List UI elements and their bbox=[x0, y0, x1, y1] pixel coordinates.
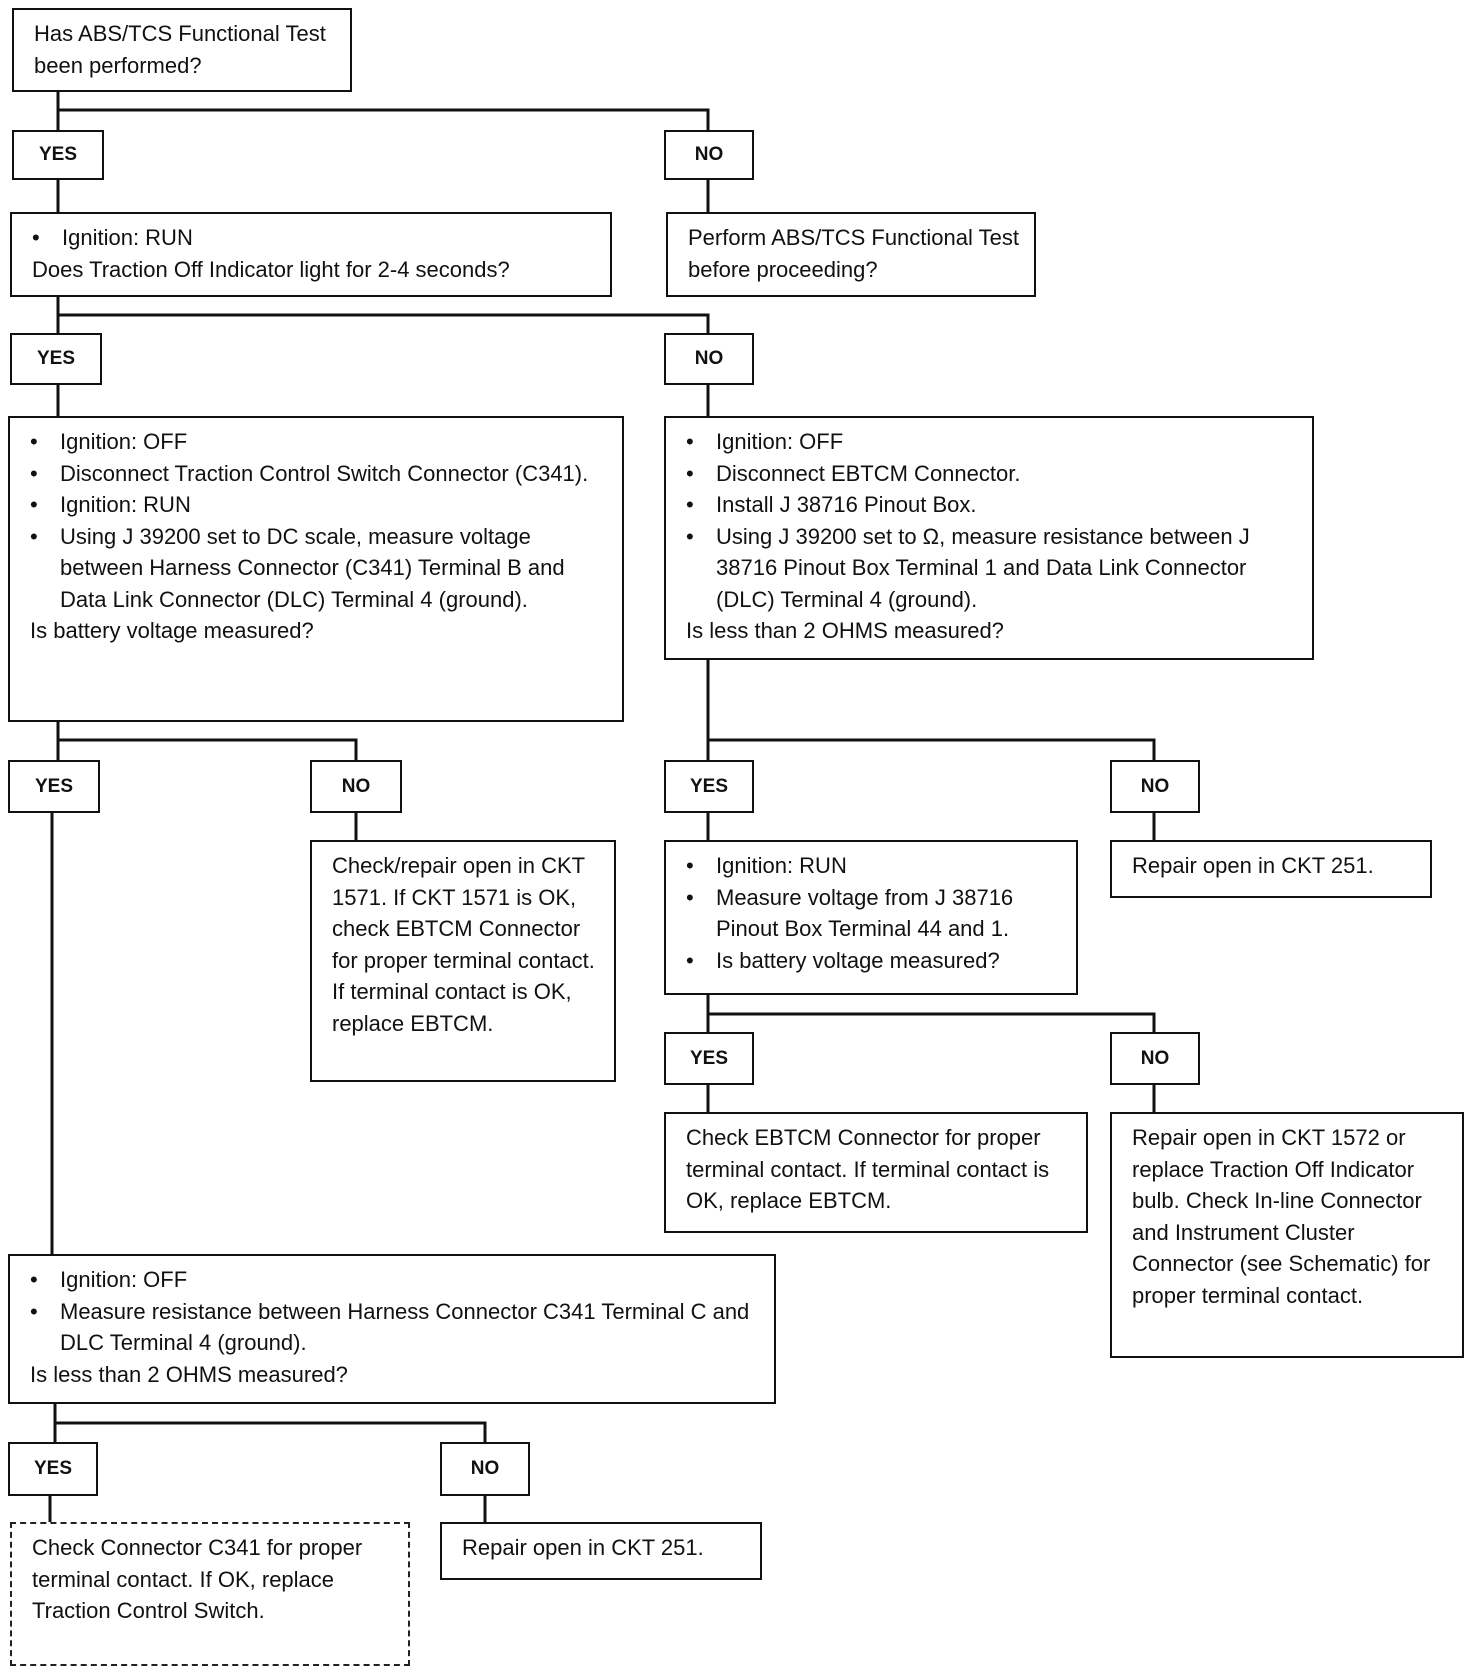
step-item: Ignition: RUN bbox=[686, 850, 1062, 882]
switch-voltage-question: Is battery voltage measured? bbox=[30, 618, 314, 643]
yes-label-text: YES bbox=[38, 144, 78, 165]
pinout-voltage-steps: Ignition: RUN Measure voltage from J 387… bbox=[686, 850, 1062, 976]
check-ebtcm-connector-text: Check EBTCM Connector for proper termina… bbox=[686, 1125, 1050, 1213]
repair-ckt-1572-box: Repair open in CKT 1572 or replace Tract… bbox=[1110, 1112, 1464, 1358]
repair-ckt-251-text: Repair open in CKT 251. bbox=[1132, 853, 1374, 878]
step-item: Using J 39200 set to DC scale, measure v… bbox=[30, 521, 608, 616]
repair-ckt-251-box-bottom: Repair open in CKT 251. bbox=[440, 1522, 762, 1580]
c341-resistance-question: Is less than 2 OHMS measured? bbox=[30, 1361, 348, 1387]
no-label: NO bbox=[1110, 760, 1200, 813]
step-item: Install J 38716 Pinout Box. bbox=[686, 489, 1298, 521]
yes-label-text: YES bbox=[33, 1458, 73, 1479]
check-ebtcm-connector-box: Check EBTCM Connector for proper termina… bbox=[664, 1112, 1088, 1233]
ebtcm-resistance-steps: Ignition: OFF Disconnect EBTCM Connector… bbox=[686, 426, 1298, 615]
repair-ckt-1572-text: Repair open in CKT 1572 or replace Tract… bbox=[1132, 1125, 1431, 1308]
switch-voltage-check-box: Ignition: OFF Disconnect Traction Contro… bbox=[8, 416, 624, 722]
step-item: Disconnect EBTCM Connector. bbox=[686, 458, 1298, 490]
check-c341-connector-text: Check Connector C341 for proper terminal… bbox=[32, 1535, 363, 1623]
yes-label-text: YES bbox=[36, 348, 76, 369]
traction-indicator-question: Does Traction Off Indicator light for 2-… bbox=[32, 256, 510, 282]
no-label: NO bbox=[664, 130, 754, 180]
ebtcm-resistance-question: Is less than 2 OHMS measured? bbox=[686, 618, 1004, 643]
step-item: Measure resistance between Harness Conne… bbox=[30, 1296, 760, 1359]
step-item: Ignition: RUN bbox=[32, 222, 596, 254]
yes-label: YES bbox=[10, 333, 102, 385]
perform-functional-test-box: Perform ABS/TCS Functional Test before p… bbox=[666, 212, 1036, 297]
c341-resistance-check-box: Ignition: OFF Measure resistance between… bbox=[8, 1254, 776, 1404]
no-label: NO bbox=[1110, 1032, 1200, 1085]
no-label-text: NO bbox=[694, 348, 724, 369]
no-label: NO bbox=[310, 760, 402, 813]
no-label: NO bbox=[664, 333, 754, 385]
no-label-text: NO bbox=[341, 775, 371, 797]
traction-indicator-steps: Ignition: RUN bbox=[32, 222, 596, 254]
step-item: Measure voltage from J 38716 Pinout Box … bbox=[686, 882, 1062, 945]
no-label-text: NO bbox=[1140, 1047, 1170, 1069]
check-c341-connector-box: Check Connector C341 for proper terminal… bbox=[10, 1522, 410, 1666]
repair-ckt-251-bottom-text: Repair open in CKT 251. bbox=[462, 1535, 704, 1560]
abs-functional-test-question: Has ABS/TCS Functional Test been perform… bbox=[12, 8, 352, 92]
yes-label-text: YES bbox=[689, 1047, 729, 1069]
traction-indicator-question-box: Ignition: RUN Does Traction Off Indicato… bbox=[10, 212, 612, 297]
step-item: Ignition: OFF bbox=[30, 426, 608, 458]
step-item: Disconnect Traction Control Switch Conne… bbox=[30, 458, 608, 490]
step-item: Ignition: RUN bbox=[30, 489, 608, 521]
abs-functional-test-text: Has ABS/TCS Functional Test been perform… bbox=[34, 21, 326, 78]
yes-label: YES bbox=[8, 760, 100, 813]
check-ckt-1571-text: Check/repair open in CKT 1571. If CKT 15… bbox=[332, 853, 595, 1036]
c341-resistance-steps: Ignition: OFF Measure resistance between… bbox=[30, 1264, 760, 1359]
check-ckt-1571-box: Check/repair open in CKT 1571. If CKT 15… bbox=[310, 840, 616, 1082]
pinout-voltage-check-box: Ignition: RUN Measure voltage from J 387… bbox=[664, 840, 1078, 995]
switch-voltage-steps: Ignition: OFF Disconnect Traction Contro… bbox=[30, 426, 608, 615]
step-item: Is battery voltage measured? bbox=[686, 945, 1062, 977]
step-item: Ignition: OFF bbox=[686, 426, 1298, 458]
step-item: Ignition: OFF bbox=[30, 1264, 760, 1296]
repair-ckt-251-box: Repair open in CKT 251. bbox=[1110, 840, 1432, 898]
perform-functional-test-text: Perform ABS/TCS Functional Test before p… bbox=[688, 225, 1019, 282]
yes-label: YES bbox=[664, 760, 754, 813]
step-item: Using J 39200 set to Ω, measure resistan… bbox=[686, 521, 1298, 616]
ebtcm-resistance-check-box: Ignition: OFF Disconnect EBTCM Connector… bbox=[664, 416, 1314, 660]
yes-label-text: YES bbox=[34, 775, 74, 797]
no-label-text: NO bbox=[694, 144, 724, 165]
no-label: NO bbox=[440, 1442, 530, 1496]
yes-label: YES bbox=[664, 1032, 754, 1085]
yes-label: YES bbox=[8, 1442, 98, 1496]
yes-label: YES bbox=[12, 130, 104, 180]
yes-label-text: YES bbox=[689, 775, 729, 797]
no-label-text: NO bbox=[470, 1458, 500, 1479]
no-label-text: NO bbox=[1140, 775, 1170, 797]
